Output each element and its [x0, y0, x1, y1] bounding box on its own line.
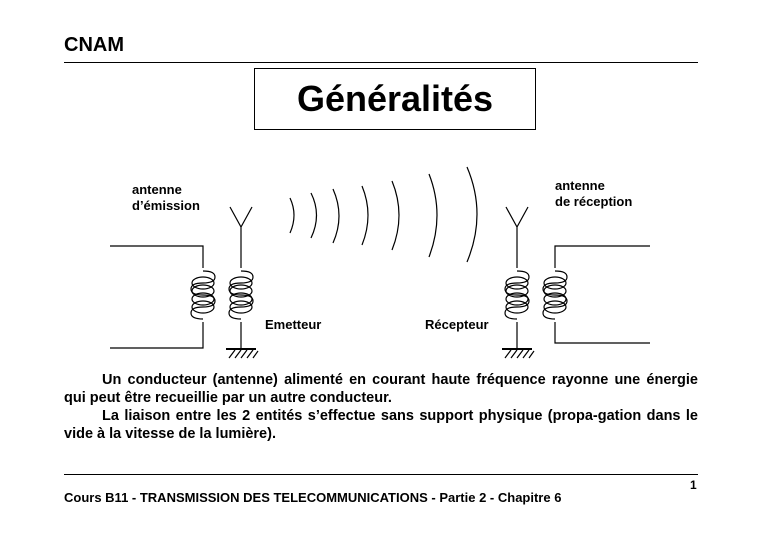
label-line: de réception — [555, 194, 633, 209]
header-divider — [64, 62, 698, 63]
label-line: antenne — [132, 182, 182, 197]
tx-primary-coil — [190, 270, 216, 320]
footer-divider — [64, 474, 698, 475]
rx-antenna-label: antenne de réception — [555, 178, 632, 210]
footer-course: Cours B11 - TRANSMISSION DES TELECOMMUNI… — [64, 490, 562, 505]
radio-waves — [289, 166, 478, 263]
rx-antenna-coil — [504, 270, 530, 320]
rx-ground-icon — [501, 348, 535, 359]
label-line: antenne — [555, 178, 605, 193]
paragraph: Un conducteur (antenne) alimenté en cour… — [64, 372, 698, 406]
receiver-label: Récepteur — [425, 317, 489, 332]
header-label: CNAM — [64, 34, 124, 56]
emitter-label: Emetteur — [265, 317, 322, 332]
rx-antenna-icon — [505, 206, 529, 349]
page-number: 1 — [690, 478, 697, 492]
rx-circuit-wire — [554, 245, 650, 344]
paragraph: La liaison entre les 2 entités s’effectu… — [64, 408, 698, 442]
slide-title: Généralités — [254, 68, 536, 130]
tx-antenna-label: antenne d’émission — [132, 182, 200, 214]
tx-circuit-wire — [110, 245, 204, 349]
tx-ground-icon — [225, 348, 259, 359]
label-line: d’émission — [132, 198, 200, 213]
rx-secondary-coil — [542, 270, 568, 320]
body-text: Un conducteur (antenne) alimenté en cour… — [64, 371, 698, 443]
tx-antenna-coil — [228, 270, 254, 320]
tx-antenna-icon — [229, 206, 253, 349]
